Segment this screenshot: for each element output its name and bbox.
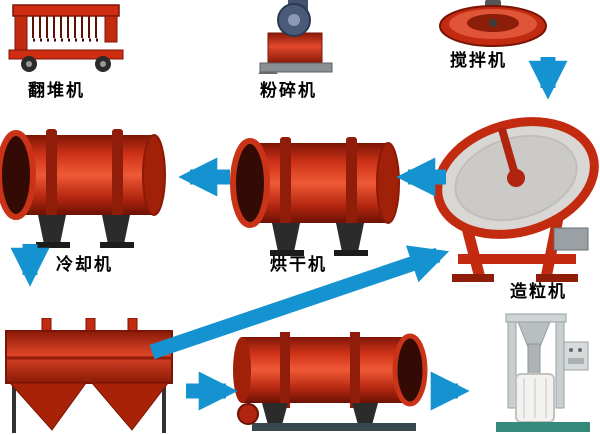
cooler-machine: [0, 118, 166, 250]
label-dryer: 烘干机: [270, 255, 327, 275]
label-granulator: 造粒机: [510, 282, 567, 302]
dryer-machine: [228, 126, 400, 258]
packing-machine: [478, 312, 600, 435]
packing-machine-icon: [496, 313, 590, 432]
dryer-drum-icon: [230, 137, 400, 256]
cooler-drum-icon: [0, 129, 166, 248]
label-mixer: 搅拌机: [450, 51, 507, 71]
label-compost-turner: 翻堆机: [28, 81, 85, 101]
compost-turner-machine: [5, 0, 130, 75]
label-cooler: 冷却机: [56, 255, 113, 275]
label-crusher: 粉碎机: [260, 81, 317, 101]
disc-granulator-icon: [433, 117, 599, 282]
rotary-drum-icon: [233, 332, 428, 431]
screener-icon: [5, 318, 173, 433]
screener-machine: [0, 318, 178, 435]
crusher-icon: [258, 0, 333, 74]
granulator-machine: [428, 106, 600, 286]
crusher-machine: [248, 0, 343, 75]
mixer-icon: [439, 0, 547, 47]
rotary-drum-machine: [232, 330, 437, 435]
mixer-machine: [438, 0, 548, 48]
compost-turner-icon: [8, 4, 124, 72]
